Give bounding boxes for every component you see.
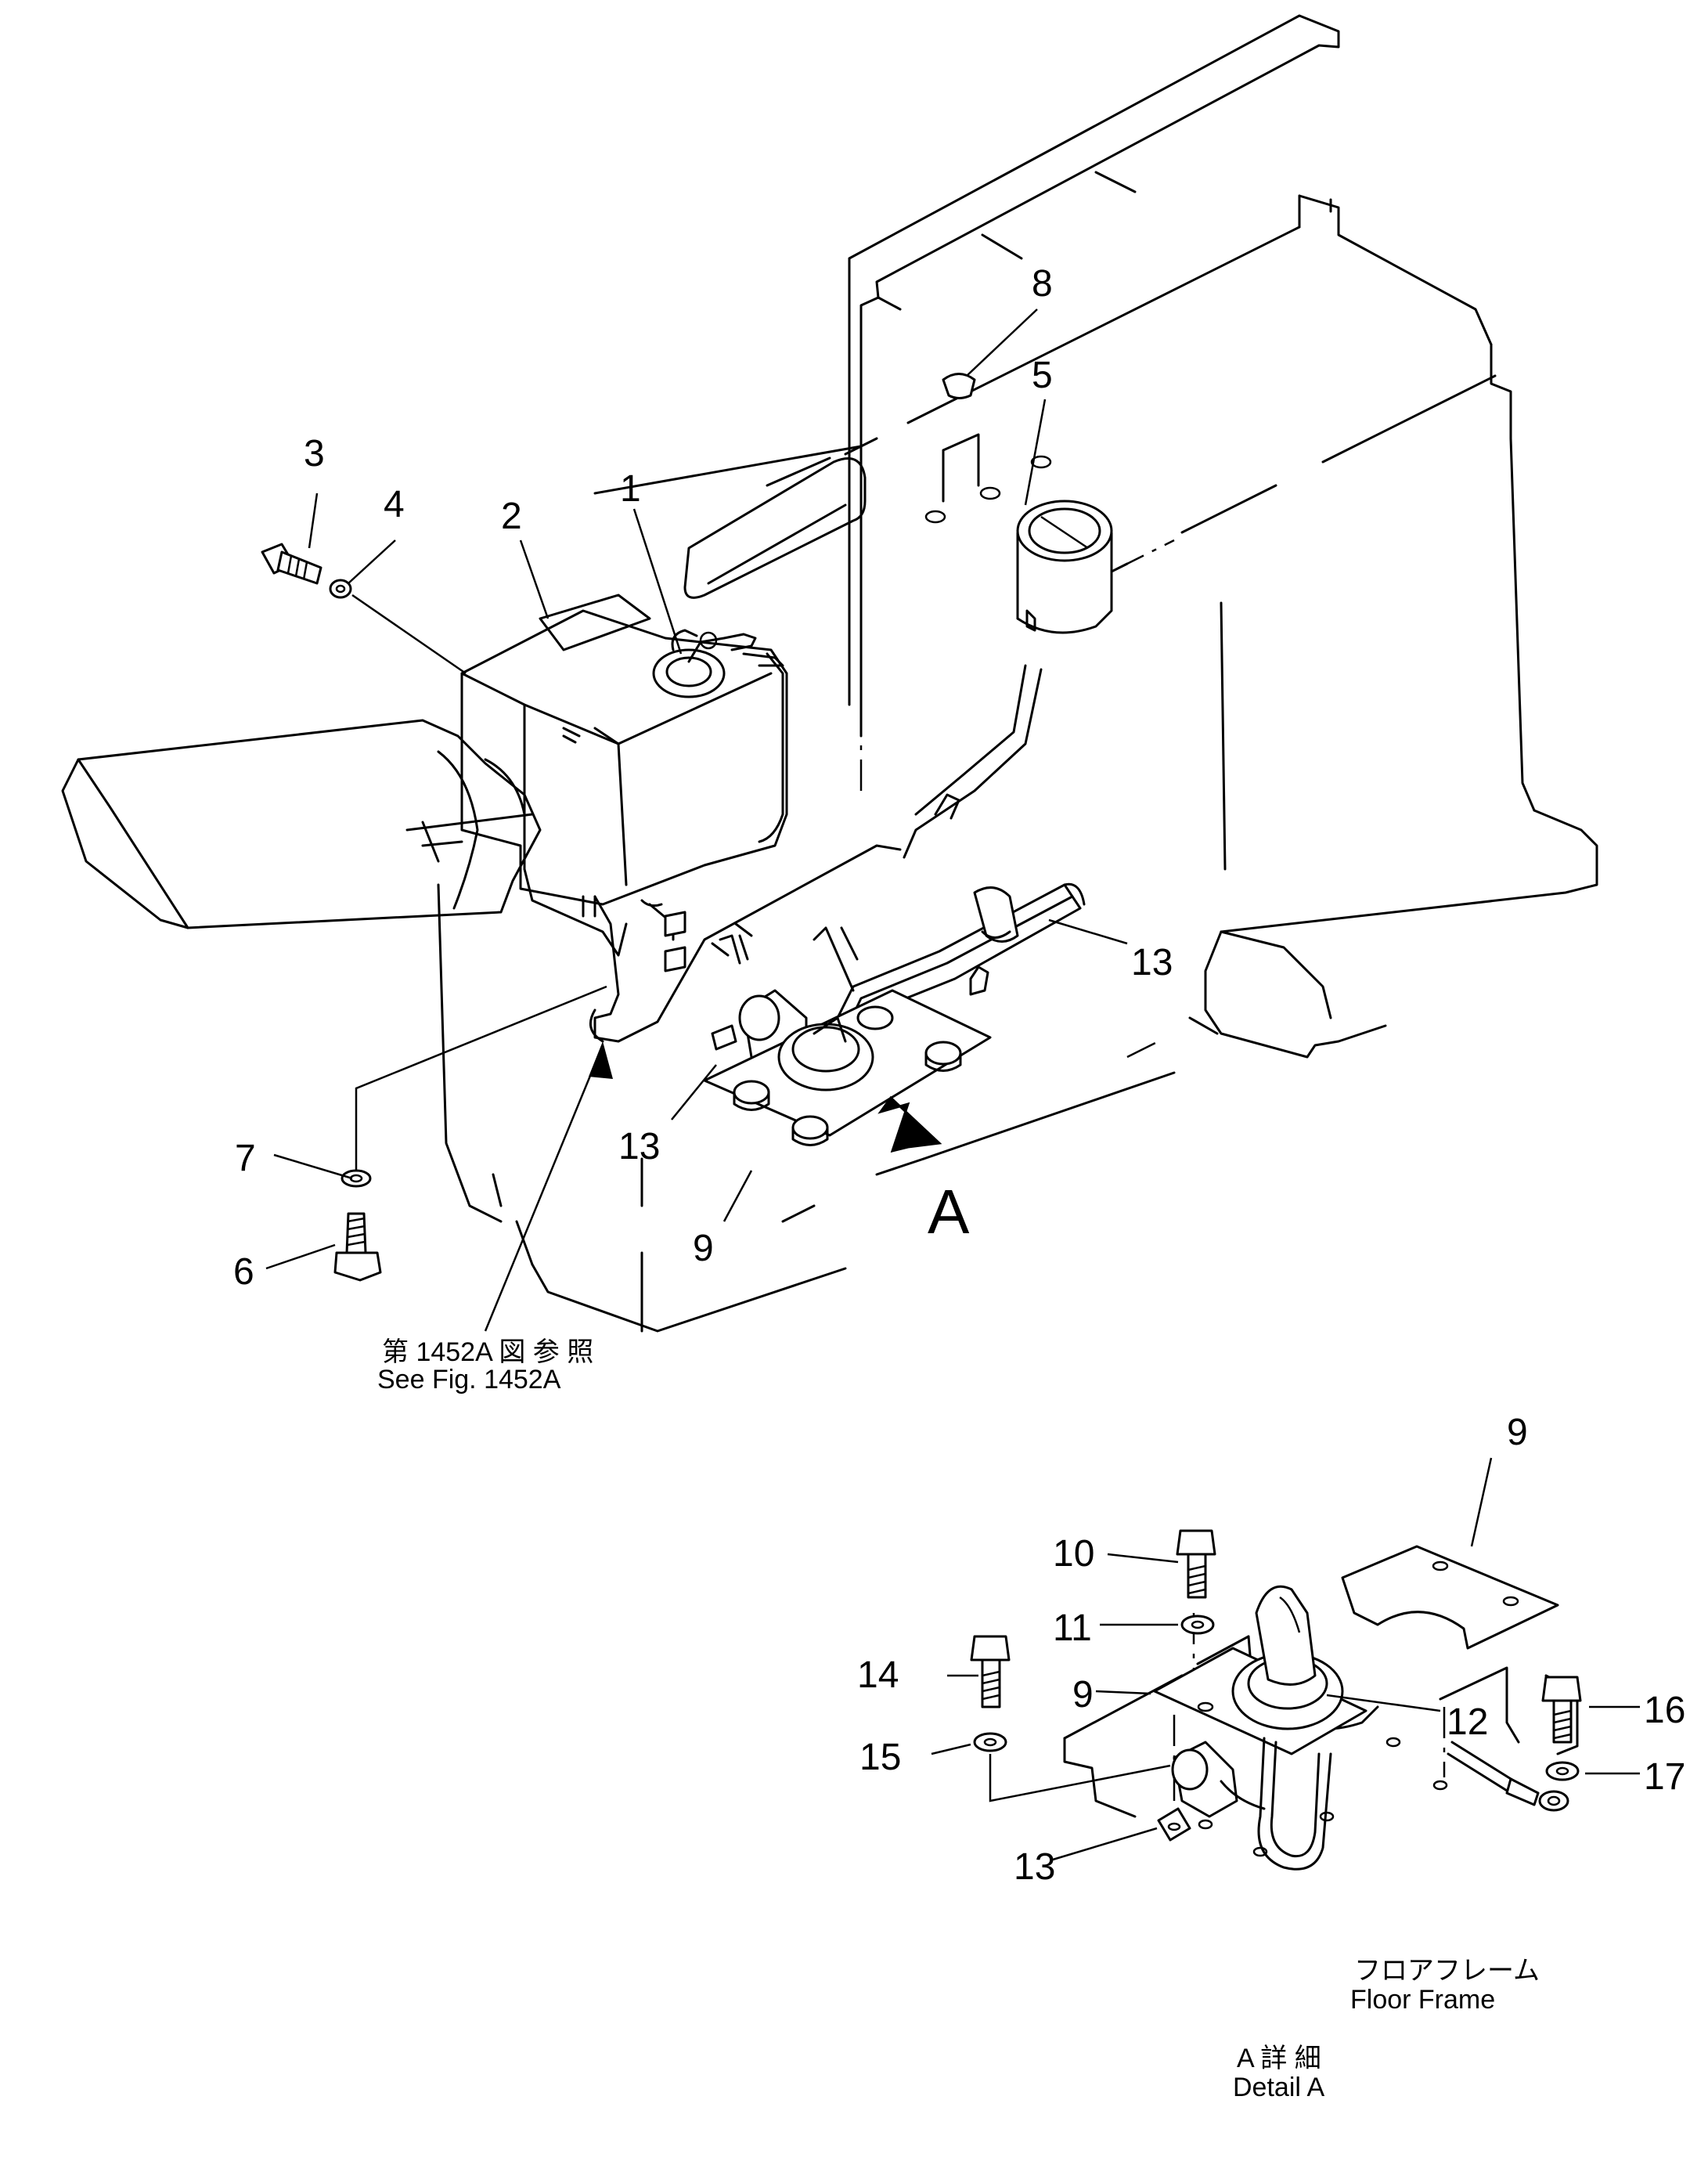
callout-9-main: 9 [693, 1228, 714, 1269]
callout-15: 15 [859, 1737, 901, 1778]
callout-13-detail: 13 [1014, 1846, 1055, 1888]
see-fig-note-jp: 第 1452A 図 参 照 [382, 1337, 593, 1367]
console-housing [437, 14, 1598, 1333]
washer-4 [329, 579, 352, 599]
bolt-6 [333, 1212, 382, 1282]
callout-8: 8 [1032, 263, 1053, 305]
top-tabs [924, 433, 1052, 524]
callout-6: 6 [233, 1251, 254, 1293]
callout-14: 14 [857, 1654, 899, 1696]
callout-9-detail-plate: 9 [1507, 1412, 1528, 1453]
detail-a [931, 1457, 1640, 1871]
see-fig-arrow [484, 1045, 604, 1332]
callout-7: 7 [235, 1138, 256, 1179]
top-panel-slots [593, 445, 867, 599]
callout-17: 17 [1644, 1756, 1685, 1798]
callout-12: 12 [1447, 1701, 1488, 1743]
detail-a-label-en: Detail A [1233, 2073, 1324, 2102]
callout-13-left: 13 [618, 1126, 660, 1167]
notes: 第 1452A 図 参 照 See Fig. 1452A フロアフレーム Flo… [377, 1337, 1540, 2102]
see-fig-arrowhead [589, 1041, 613, 1079]
detail-a-label-jp: A 詳 細 [1237, 2044, 1321, 2073]
callout-2: 2 [501, 496, 522, 537]
callout-11: 11 [1053, 1607, 1092, 1649]
wiring-harness [589, 664, 1043, 1043]
callout-1: 1 [620, 468, 641, 510]
armrest [61, 719, 542, 929]
floor-frame-label-en: Floor Frame [1350, 1985, 1495, 2015]
key-switch [652, 629, 784, 698]
callout-labels: 1 2 3 4 5 6 7 8 9 13 13 A 9 9 10 11 12 1… [233, 263, 1685, 1888]
view-label-a: A [928, 1177, 970, 1247]
view-arrow-a [877, 1095, 942, 1153]
callout-9-detail: 9 [1072, 1674, 1094, 1716]
washer-4-hole [335, 584, 346, 594]
callout-4: 4 [384, 484, 405, 525]
callout-3: 3 [304, 433, 325, 474]
callout-13-right: 13 [1131, 942, 1173, 983]
callout-16: 16 [1644, 1690, 1685, 1731]
callout-10: 10 [1053, 1533, 1094, 1575]
leaders-main [265, 308, 1128, 1270]
callout-5: 5 [1032, 355, 1053, 396]
hour-meter [1016, 500, 1113, 634]
mounting-plate [703, 989, 992, 1146]
bolt-3 [261, 543, 323, 585]
floor-frame-label-jp: フロアフレーム [1354, 1956, 1540, 1986]
washer-7 [341, 1169, 372, 1188]
see-fig-note-en: See Fig. 1452A [377, 1365, 561, 1394]
plug-cap [942, 373, 976, 399]
